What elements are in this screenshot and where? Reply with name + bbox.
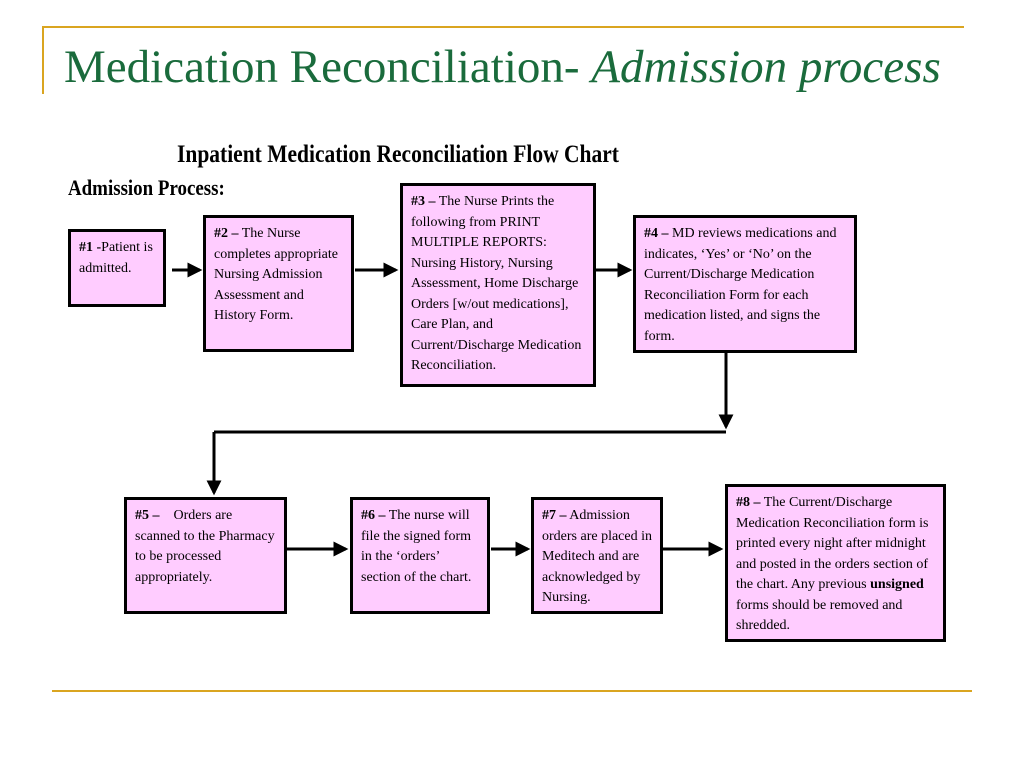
bottom-decorative-rule [52,690,972,692]
step-number: #7 – [542,508,567,523]
step-text: Admission orders are placed in Meditech … [542,508,652,605]
slide-title: Medication Reconciliation- Admission pro… [64,40,941,94]
step-6-box: #6 – The nurse will file the signed form… [350,497,490,614]
step-1-box: #1 -Patient is admitted. [68,229,166,307]
step-text: The Nurse completes appropriate Nursing … [214,226,339,323]
step-number: #4 – [644,226,669,241]
step-number: #3 – [411,194,436,209]
top-decorative-rule [42,26,964,28]
step-text: Orders are scanned to the Pharmacy to be… [135,508,279,585]
slide-title-italic: Admission process [591,41,941,93]
step-number: #6 – [361,508,386,523]
step-number: #2 – [214,226,239,241]
step-2-box: #2 – The Nurse completes appropriate Nur… [203,215,354,352]
step-text: Patient is admitted. [79,240,153,276]
slide-title-main: Medication Reconciliation- [64,41,580,93]
step-text: The nurse will file the signed form in t… [361,508,472,585]
step-text: MD reviews medications and indicates, ‘Y… [644,226,837,344]
step-number: #5 – [135,508,160,523]
step-7-box: #7 – Admission orders are placed in Medi… [531,497,663,614]
step-number: #8 – [736,495,761,510]
left-decorative-rule [42,26,44,94]
step-3-box: #3 – The Nurse Prints the following from… [400,183,596,387]
step-4-box: #4 – MD reviews medications and indicate… [633,215,857,353]
step-text: The Current/Discharge Medication Reconci… [736,495,929,592]
flowchart-title: Inpatient Medication Reconciliation Flow… [177,141,619,168]
step-text-emphasis: unsigned [870,577,924,592]
section-label: Admission Process: [68,175,225,200]
step-text-end: forms should be removed and shredded. [736,597,903,634]
step-number: #1 - [79,240,102,255]
step-5-box: #5 – Orders are scanned to the Pharmacy … [124,497,287,614]
step-text: The Nurse Prints the following from PRIN… [411,194,582,373]
step-8-box: #8 – The Current/Discharge Medication Re… [725,484,946,642]
